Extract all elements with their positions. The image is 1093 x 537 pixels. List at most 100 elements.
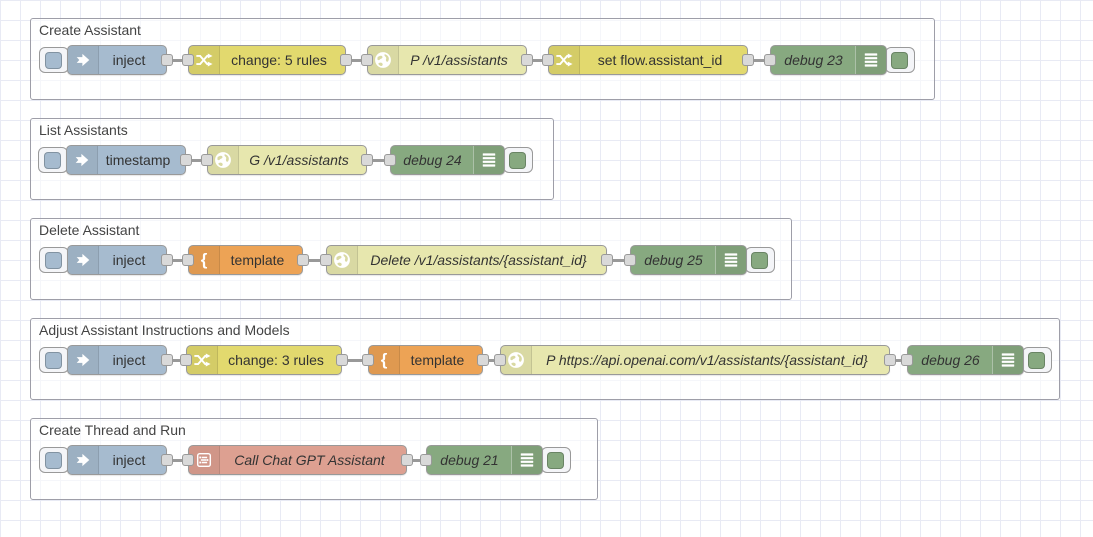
output-port[interactable] bbox=[742, 54, 754, 66]
wire[interactable] bbox=[171, 258, 184, 262]
debug-toggle-button-face[interactable] bbox=[891, 51, 908, 69]
group-label: List Assistants bbox=[39, 122, 128, 138]
list-lines-icon bbox=[715, 246, 746, 274]
wire[interactable] bbox=[487, 358, 496, 362]
input-port[interactable] bbox=[320, 254, 332, 266]
node-label: inject bbox=[112, 352, 146, 368]
node-label: template bbox=[230, 252, 285, 268]
input-port[interactable] bbox=[494, 354, 506, 366]
inject-trigger-button[interactable] bbox=[39, 47, 69, 73]
change-node-change-5-rules[interactable]: change: 5 rules bbox=[188, 45, 346, 75]
debug-node-debug-24[interactable]: debug 24 bbox=[390, 145, 505, 175]
list-lines-icon bbox=[473, 146, 504, 174]
wire[interactable] bbox=[531, 58, 544, 62]
input-port[interactable] bbox=[362, 354, 374, 366]
output-port[interactable] bbox=[884, 354, 896, 366]
wire[interactable] bbox=[350, 58, 363, 62]
node-label: change: 3 rules bbox=[228, 352, 324, 368]
inject-node-inject[interactable]: inject bbox=[67, 245, 167, 275]
output-port[interactable] bbox=[477, 354, 489, 366]
inject-trigger-button-face[interactable] bbox=[45, 351, 62, 369]
subflow-node-call-chat-gpt-assistant[interactable]: Call Chat GPT Assistant bbox=[188, 445, 407, 475]
list-lines-icon bbox=[511, 446, 542, 474]
globe-icon bbox=[368, 46, 399, 74]
input-port[interactable] bbox=[764, 54, 776, 66]
output-port[interactable] bbox=[161, 354, 173, 366]
inject-node-timestamp[interactable]: timestamp bbox=[66, 145, 186, 175]
output-port[interactable] bbox=[161, 454, 173, 466]
shuffle-icon bbox=[189, 46, 220, 74]
http-node-g-v1-assistants[interactable]: G /v1/assistants bbox=[207, 145, 367, 175]
output-port[interactable] bbox=[521, 54, 533, 66]
node-label: debug 24 bbox=[403, 152, 462, 168]
debug-toggle-button-face[interactable] bbox=[1028, 351, 1045, 369]
input-port[interactable] bbox=[182, 54, 194, 66]
inject-trigger-button-face[interactable] bbox=[44, 151, 61, 169]
inject-trigger-button-face[interactable] bbox=[45, 51, 62, 69]
output-port[interactable] bbox=[336, 354, 348, 366]
debug-node-debug-21[interactable]: debug 21 bbox=[426, 445, 543, 475]
input-port[interactable] bbox=[182, 254, 194, 266]
wire[interactable] bbox=[307, 258, 322, 262]
globe-icon bbox=[501, 346, 532, 374]
wire[interactable] bbox=[752, 58, 766, 62]
inject-trigger-button-face[interactable] bbox=[45, 451, 62, 469]
input-port[interactable] bbox=[420, 454, 432, 466]
output-port[interactable] bbox=[601, 254, 613, 266]
group-label: Adjust Assistant Instructions and Models bbox=[39, 322, 290, 338]
wire[interactable] bbox=[371, 158, 386, 162]
output-port[interactable] bbox=[161, 54, 173, 66]
debug-toggle-button-face[interactable] bbox=[751, 251, 768, 269]
inject-node-inject[interactable]: inject bbox=[67, 45, 167, 75]
input-port[interactable] bbox=[901, 354, 913, 366]
output-port[interactable] bbox=[297, 254, 309, 266]
change-node-set-flow-assistant-id[interactable]: set flow.assistant_id bbox=[548, 45, 748, 75]
input-port[interactable] bbox=[201, 154, 213, 166]
inject-trigger-button-face[interactable] bbox=[45, 251, 62, 269]
wire[interactable] bbox=[190, 158, 203, 162]
output-port[interactable] bbox=[180, 154, 192, 166]
debug-node-debug-23[interactable]: debug 23 bbox=[770, 45, 887, 75]
wire[interactable] bbox=[411, 458, 422, 462]
debug-toggle-button-face[interactable] bbox=[509, 151, 526, 169]
group-label: Create Assistant bbox=[39, 22, 141, 38]
http-node-p-v1-assistants[interactable]: P /v1/assistants bbox=[367, 45, 527, 75]
curly-brace-icon: { bbox=[189, 246, 220, 274]
http-node-p-https-api-openai-com-v1-assistants-assistant-id[interactable]: P https://api.openai.com/v1/assistants/{… bbox=[500, 345, 890, 375]
wire[interactable] bbox=[171, 458, 184, 462]
wire[interactable] bbox=[171, 358, 182, 362]
node-label: P /v1/assistants bbox=[410, 52, 508, 68]
input-port[interactable] bbox=[384, 154, 396, 166]
shuffle-icon bbox=[187, 346, 218, 374]
node-label: Delete /v1/assistants/{assistant_id} bbox=[370, 252, 587, 268]
inject-node-inject[interactable]: inject bbox=[67, 345, 167, 375]
node-label: debug 26 bbox=[921, 352, 980, 368]
debug-toggle-button-face[interactable] bbox=[547, 451, 564, 469]
input-port[interactable] bbox=[542, 54, 554, 66]
output-port[interactable] bbox=[340, 54, 352, 66]
inject-node-inject[interactable]: inject bbox=[67, 445, 167, 475]
input-port[interactable] bbox=[624, 254, 636, 266]
output-port[interactable] bbox=[401, 454, 413, 466]
debug-node-debug-25[interactable]: debug 25 bbox=[630, 245, 747, 275]
shuffle-icon bbox=[549, 46, 580, 74]
output-port[interactable] bbox=[161, 254, 173, 266]
node-label: G /v1/assistants bbox=[249, 152, 349, 168]
arrow-right-icon bbox=[67, 146, 98, 174]
debug-node-debug-26[interactable]: debug 26 bbox=[907, 345, 1024, 375]
http-node-delete-v1-assistants-assistant-id[interactable]: Delete /v1/assistants/{assistant_id} bbox=[326, 245, 607, 275]
output-port[interactable] bbox=[361, 154, 373, 166]
template-node-template[interactable]: { template bbox=[188, 245, 303, 275]
wire[interactable] bbox=[346, 358, 364, 362]
node-label: debug 21 bbox=[440, 452, 499, 468]
template-node-template[interactable]: {template bbox=[368, 345, 483, 375]
change-node-change-3-rules[interactable]: change: 3 rules bbox=[186, 345, 342, 375]
input-port[interactable] bbox=[182, 454, 194, 466]
wire[interactable] bbox=[611, 258, 626, 262]
wire[interactable] bbox=[171, 58, 184, 62]
input-port[interactable] bbox=[180, 354, 192, 366]
wire[interactable] bbox=[894, 358, 903, 362]
curly-brace-icon: { bbox=[369, 346, 400, 374]
input-port[interactable] bbox=[361, 54, 373, 66]
